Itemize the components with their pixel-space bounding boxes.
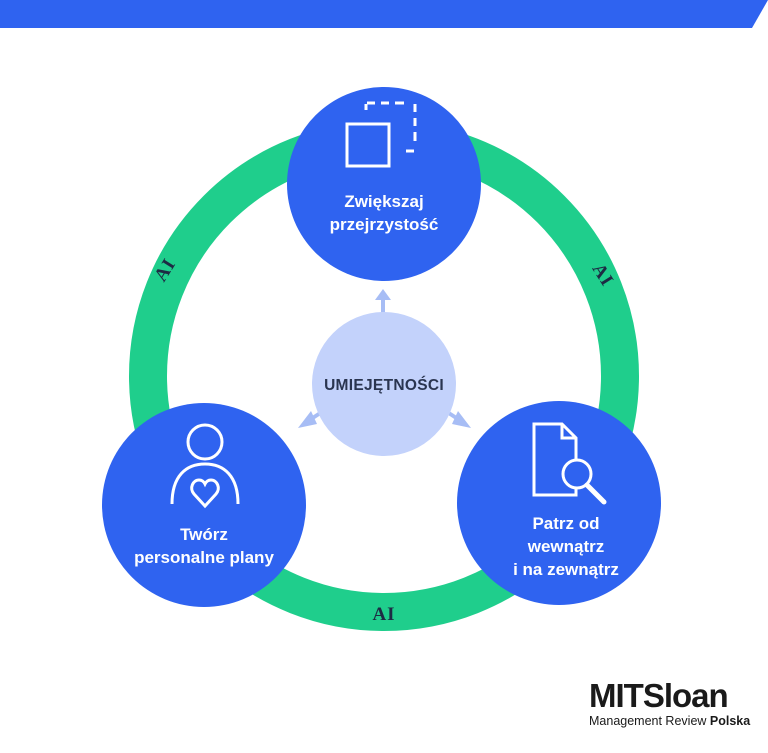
transparency-squares-icon xyxy=(345,101,417,168)
node-transparency-line1: Zwiększaj xyxy=(344,192,423,211)
node-transparency-line2: przejrzystość xyxy=(330,215,439,234)
arrow-up-head xyxy=(375,289,391,300)
node-look-line2: wewnątrz xyxy=(527,537,605,556)
logo-sub-regular: Management Review xyxy=(589,714,710,728)
center-arrows xyxy=(298,289,471,428)
arrow-left-head xyxy=(298,411,317,428)
node-plans-line2: personalne plany xyxy=(134,548,274,567)
node-transparency xyxy=(287,87,481,281)
top-banner-bar xyxy=(0,0,768,28)
mit-sloan-logo: MITSloan Management Review Polska xyxy=(589,677,751,728)
document-search-icon xyxy=(532,422,607,505)
node-plans-line1: Twórz xyxy=(180,525,228,544)
node-look-line3: i na zewnątrz xyxy=(513,560,619,579)
node-look-line1: Patrz od xyxy=(532,514,599,533)
logo-main-text: MITSloan xyxy=(589,677,729,714)
person-heart-icon xyxy=(170,423,240,509)
center-circle xyxy=(312,312,456,456)
ring-label-bottom: AI xyxy=(372,604,395,625)
logo-sub-bold: Polska xyxy=(709,714,751,728)
logo-subtitle: Management Review Polska xyxy=(589,714,751,728)
arrow-right-head xyxy=(452,411,471,428)
center-label: UMIEJĘTNOŚCI xyxy=(324,376,444,394)
node-look-inside-outside xyxy=(457,401,661,605)
